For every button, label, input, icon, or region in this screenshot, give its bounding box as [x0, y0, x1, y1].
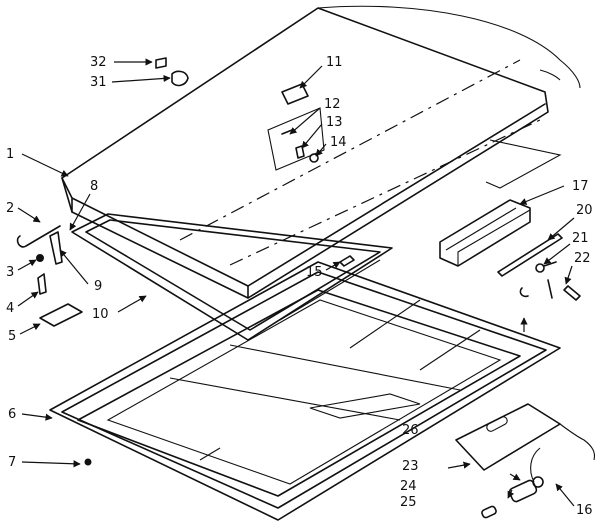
callout-4: 4	[6, 301, 14, 316]
callout-16: 16	[576, 503, 593, 518]
light-socket	[481, 476, 544, 519]
callout-25: 25	[400, 495, 417, 510]
screw-hardware	[155, 57, 189, 87]
callout-22: 22	[574, 251, 591, 266]
callout-32: 32	[90, 55, 107, 70]
callout-3: 3	[6, 265, 14, 280]
callout-26: 26	[402, 423, 419, 438]
callout-15: 15	[306, 265, 323, 280]
lid-assembly	[61, 5, 581, 299]
callout-23: 23	[402, 459, 419, 474]
stop-hardware	[339, 255, 355, 267]
callout-9: 9	[94, 279, 102, 294]
callout-10: 10	[92, 307, 109, 322]
rod	[497, 233, 563, 277]
clip-cluster	[267, 83, 325, 171]
callout-labels: 1 2 3 4 5 6 7 8 9 10 11 12 13 14 15 16 1…	[6, 55, 593, 518]
gasket	[71, 139, 562, 341]
callout-24: 24	[400, 479, 417, 494]
callout-8: 8	[90, 179, 98, 194]
callout-17: 17	[572, 179, 589, 194]
switch-hardware	[519, 261, 581, 301]
light-bracket	[455, 403, 596, 483]
callout-5: 5	[8, 329, 16, 344]
callout-11: 11	[326, 55, 343, 70]
callout-2: 2	[6, 201, 14, 216]
callout-1: 1	[6, 147, 14, 162]
liner-panel	[49, 259, 561, 521]
hinge-hardware	[16, 225, 92, 466]
callout-14: 14	[330, 135, 347, 150]
callout-20: 20	[576, 203, 593, 218]
leader-lines	[17, 58, 575, 507]
callout-12: 12	[324, 97, 341, 112]
callout-7: 7	[8, 455, 16, 470]
callout-13: 13	[326, 115, 343, 130]
callout-31: 31	[90, 75, 107, 90]
callout-6: 6	[8, 407, 16, 422]
handle-channel	[439, 199, 531, 267]
callout-21: 21	[572, 231, 589, 246]
